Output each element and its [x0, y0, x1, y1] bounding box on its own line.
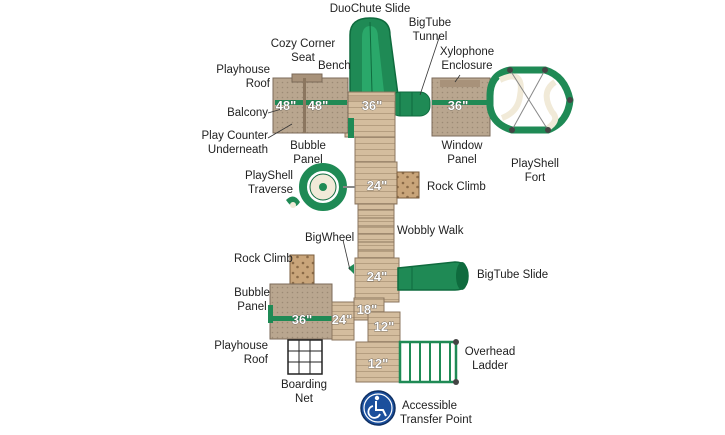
label-rock-climb-left: Rock Climb: [234, 253, 293, 265]
label-playshell-fort-line2: Fort: [524, 172, 546, 184]
deck-12-upper-label: 12": [374, 319, 395, 334]
label-accessible-line2: Transfer Point: [400, 414, 472, 426]
duochute-slide: [349, 17, 399, 96]
deck-18-label: 18": [357, 302, 378, 317]
label-bubble-panel-top-line2: Panel: [293, 154, 323, 166]
bigtube-slide: [397, 261, 469, 291]
deck-24-lower-label: 24": [367, 269, 388, 284]
deck-24-upper-label: 24": [367, 178, 388, 193]
deck-24-bottom-left-label: 24": [332, 312, 353, 327]
label-playshell-fort-line1: PlayShell: [511, 158, 559, 170]
label-playhouse-roof-top-line2: Roof: [245, 78, 270, 90]
wheelchair-icon: [360, 390, 396, 426]
playhouse-top: [272, 73, 354, 138]
label-xylophone-line2: Enclosure: [441, 60, 493, 72]
label-duochute-slide: DuoChute Slide: [329, 3, 411, 15]
deck-36-xylophone-label: 36": [448, 98, 469, 113]
wobbly-walk: [357, 203, 395, 263]
deck-36-bottom-house-label: 36": [292, 312, 313, 327]
overhead-ladder: [398, 339, 459, 385]
bigtube-tunnel: [389, 91, 431, 117]
deck-12-lower-label: 12": [368, 356, 389, 371]
playhouse-bottom: [268, 283, 333, 340]
label-overhead-ladder-line1: Overhead: [464, 346, 516, 358]
label-xylophone-line1: Xylophone: [439, 46, 495, 58]
label-rock-climb-right: Rock Climb: [427, 181, 486, 193]
label-window-panel-line2: Panel: [447, 154, 477, 166]
deck-12-lower: [355, 341, 401, 383]
label-window-panel-line1: Window: [441, 140, 483, 152]
label-bubble-panel-bottom-line1: Bubble: [234, 287, 270, 299]
label-bubble-panel-top-line1: Bubble: [290, 140, 326, 152]
xylophone-deck: [431, 77, 491, 137]
label-bigtube-tunnel-line1: BigTube: [408, 17, 452, 29]
label-playshell-traverse-line1: PlayShell: [245, 170, 293, 182]
label-cozy-corner-line2: Seat: [291, 52, 315, 64]
label-playhouse-roof-bottom-line2: Roof: [243, 354, 268, 366]
label-wobbly-walk: Wobbly Walk: [397, 225, 464, 237]
label-play-counter-line2: Underneath: [207, 144, 268, 156]
deck-48-right: 48": [308, 98, 329, 113]
label-play-counter-line1: Play Counter: [201, 130, 268, 142]
label-overhead-ladder-line2: Ladder: [472, 360, 508, 372]
playshell-traverse: [286, 163, 355, 211]
label-bigtube-slide: BigTube Slide: [477, 269, 549, 281]
rock-climb-left: [289, 254, 315, 286]
playshell-fort: [486, 66, 574, 134]
label-bench: Bench: [318, 60, 351, 72]
rock-climb-right: [396, 171, 420, 199]
label-boarding-net-line2: Net: [295, 393, 313, 405]
label-balcony: Balcony: [227, 107, 268, 119]
label-boarding-net-line1: Boarding: [280, 379, 328, 391]
bigwheel: [348, 264, 354, 274]
deck-48-left: 48": [276, 98, 297, 113]
label-bigtube-tunnel-line2: Tunnel: [412, 31, 448, 43]
label-playhouse-roof-bottom-line1: Playhouse: [214, 340, 268, 352]
label-accessible-line1: Accessible: [402, 400, 457, 412]
label-playshell-traverse-line2: Traverse: [248, 184, 293, 196]
label-playhouse-roof-top-line1: Playhouse: [216, 64, 270, 76]
leader-lines: [267, 34, 461, 271]
label-bubble-panel-bottom-line2: Panel: [237, 301, 267, 313]
label-cozy-corner-line1: Cozy Corner: [270, 38, 336, 50]
deck-36-center-label: 36": [362, 98, 383, 113]
label-bigwheel: BigWheel: [305, 232, 355, 244]
deck-24-bottom-left: [331, 301, 355, 341]
boarding-net: [287, 339, 323, 375]
